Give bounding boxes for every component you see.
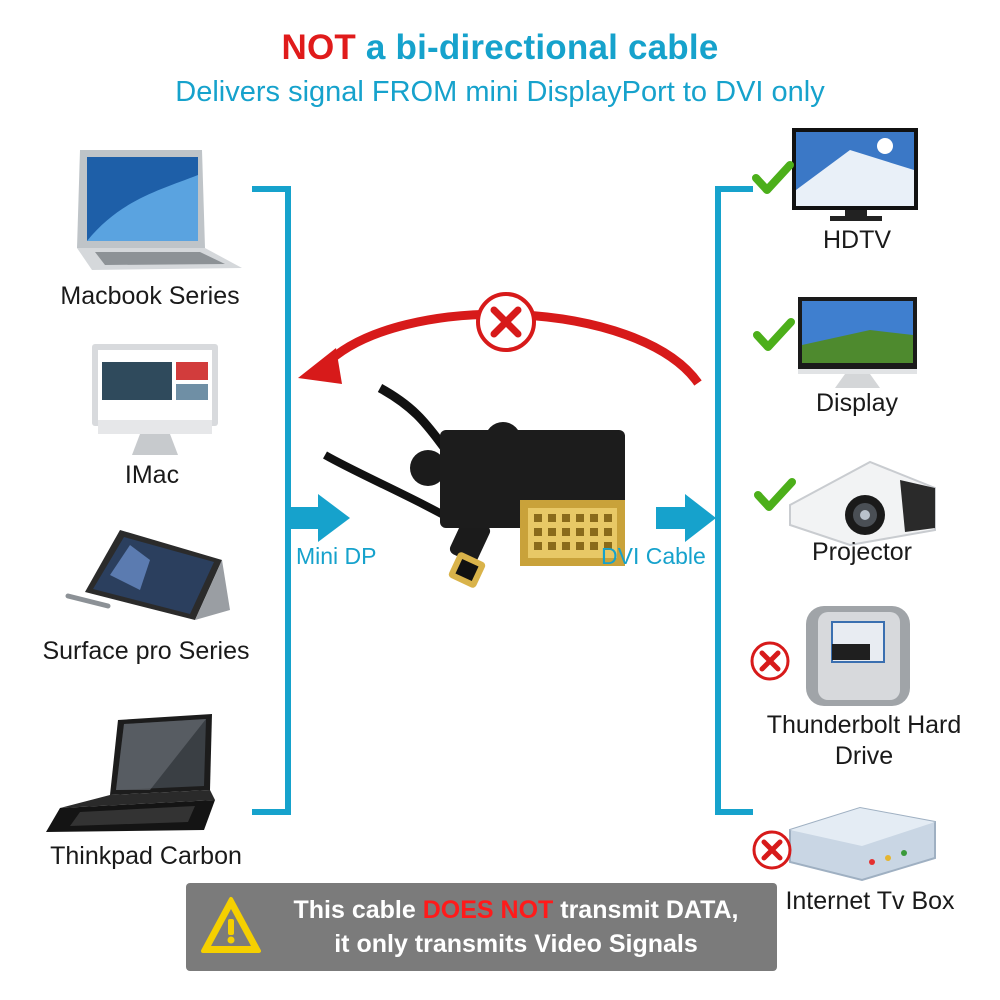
target-label-tv-box: Internet Tv Box (785, 887, 955, 915)
check-icon (754, 478, 796, 511)
mini-dp-plug (448, 517, 491, 588)
source-label-macbook: Macbook Series (60, 282, 240, 310)
source-label-thinkpad: Thinkpad Carbon (50, 842, 242, 870)
notice-line2: it only transmits Video Signals (334, 930, 698, 958)
output-label: DVI Cable (601, 543, 706, 569)
tablet-icon (65, 530, 230, 620)
notice-text: This cable DOES NOT transmit DATA, it on… (266, 893, 766, 961)
check-icon (752, 161, 794, 194)
left-bracket (252, 186, 291, 815)
cable-icon (323, 384, 625, 588)
laptop-icon (77, 150, 242, 270)
target-label-hard-drive-line2: Drive (834, 742, 894, 770)
monitor-icon (798, 297, 917, 388)
notice-emphasis: DOES NOT (422, 896, 554, 924)
title-rest: a bi-directional cable (356, 28, 719, 67)
tv-icon (792, 128, 918, 221)
desktop-monitor-icon (92, 344, 218, 455)
x-icon (752, 830, 792, 870)
output-arrow (656, 494, 716, 542)
target-label-hdtv: HDTV (822, 226, 892, 254)
thinkpad-icon (46, 714, 215, 832)
target-label-projector: Projector (811, 538, 913, 566)
red-x-icon (476, 292, 536, 352)
notice-banner: This cable DOES NOT transmit DATA, it on… (186, 883, 777, 971)
source-label-imac: IMac (124, 461, 180, 489)
target-label-hard-drive-line1: Thunderbolt Hard (766, 711, 962, 739)
dvi-plug (410, 422, 625, 566)
warning-icon (201, 897, 261, 953)
title-emphasis: NOT (281, 28, 356, 67)
hard-drive-icon (806, 606, 910, 706)
tv-box-icon (789, 806, 936, 882)
source-label-surface: Surface pro Series (42, 637, 250, 665)
page-title: NOT a bi-directional cable (0, 28, 1000, 68)
page-subtitle: Delivers signal FROM mini DisplayPort to… (175, 76, 825, 108)
right-bracket (715, 186, 753, 815)
check-icon (753, 318, 795, 351)
input-label: Mini DP (296, 543, 377, 569)
x-icon (750, 641, 790, 681)
notice-line1-pre: This cable (293, 896, 423, 924)
notice-line1-post: transmit DATA, (553, 896, 739, 924)
target-label-display: Display (816, 389, 898, 417)
projector-icon (789, 460, 936, 547)
input-arrow (289, 494, 350, 542)
